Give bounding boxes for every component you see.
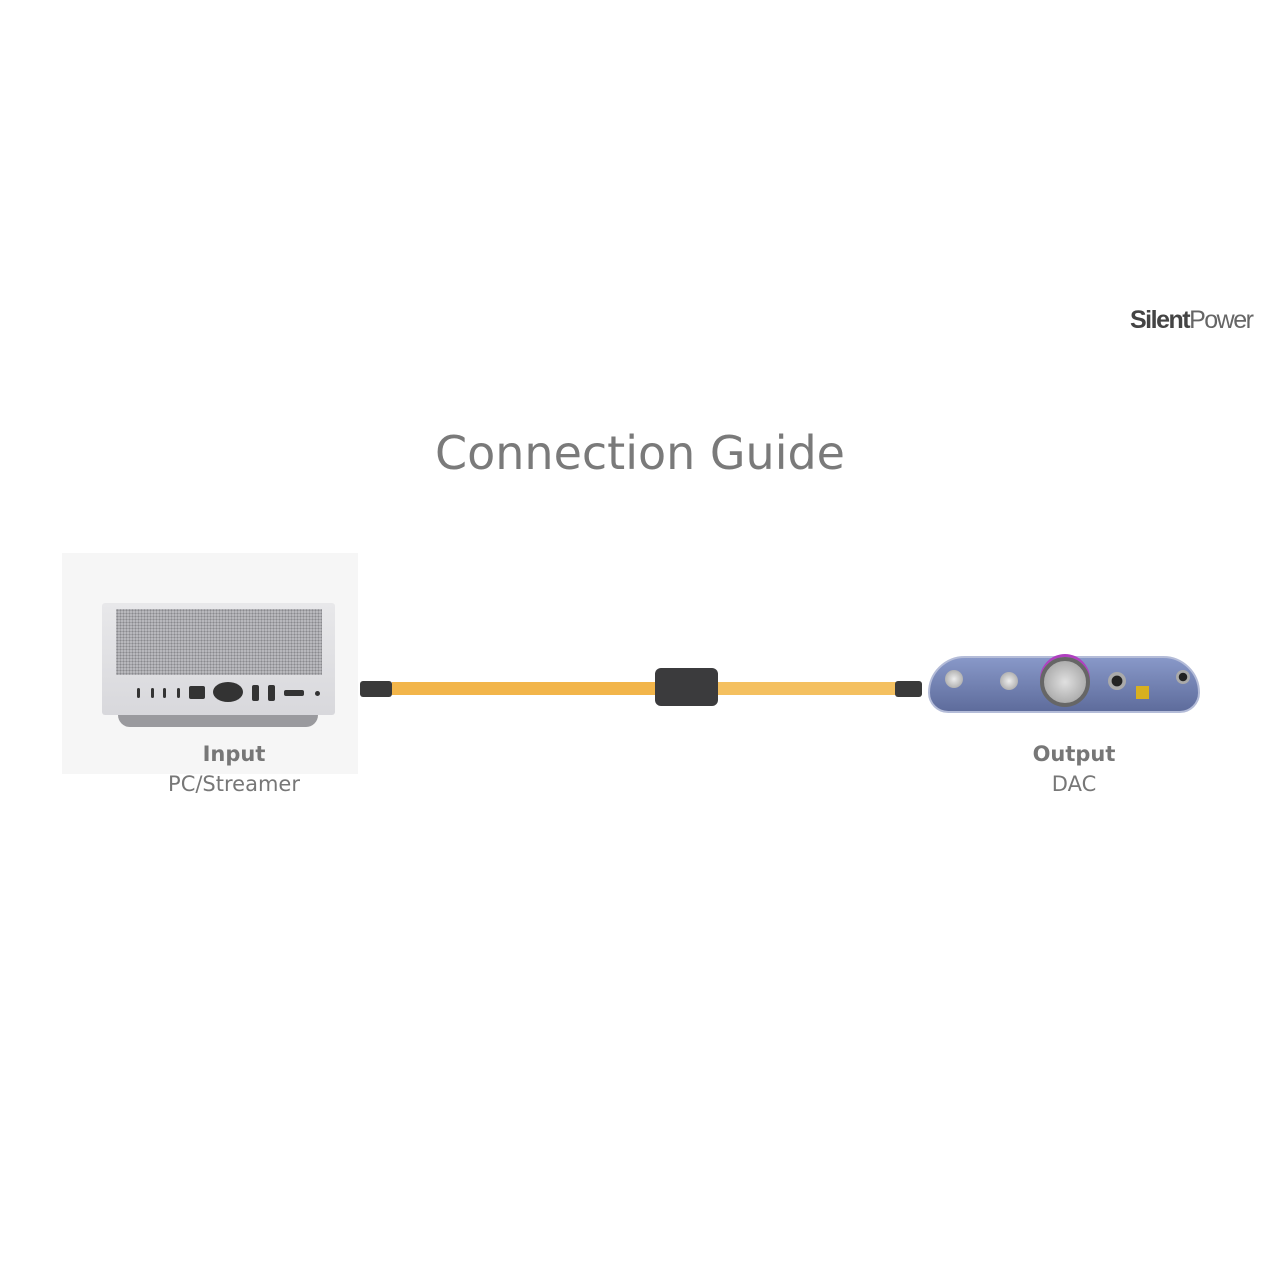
- usb-c-port: [163, 688, 166, 698]
- cable-connector-left: [360, 681, 392, 697]
- usb-a-port: [252, 685, 259, 701]
- usb-cable-left: [392, 682, 656, 695]
- mac-base: [118, 715, 318, 727]
- power-switch: [945, 670, 963, 688]
- usb-c-port: [151, 688, 154, 698]
- ethernet-port: [189, 686, 205, 699]
- usb-cable-right: [718, 682, 896, 695]
- hdmi-port: [284, 690, 304, 696]
- headphone-jack-6-3: [1108, 672, 1126, 690]
- input-label: Input: [202, 742, 266, 766]
- usb-c-port: [137, 688, 140, 698]
- headphone-jack-4-4: [1176, 670, 1190, 684]
- usb-c-port: [177, 688, 180, 698]
- cable-filter-block: [655, 668, 718, 706]
- hi-res-badge: [1136, 686, 1149, 699]
- filter-button: [1000, 672, 1018, 690]
- usb-a-port: [268, 685, 275, 701]
- output-sublabel: DAC: [1051, 772, 1097, 796]
- silentpower-logo: SilentPower: [1130, 306, 1254, 335]
- output-label: Output: [1032, 742, 1116, 766]
- logo-light: Power: [1189, 306, 1254, 334]
- headphone-jack: [315, 691, 320, 696]
- volume-knob: [1040, 657, 1090, 707]
- page-title: Connection Guide: [435, 426, 845, 480]
- input-sublabel: PC/Streamer: [168, 772, 300, 796]
- logo-bold: Silent: [1130, 306, 1191, 334]
- power-port: [213, 682, 243, 702]
- cable-connector-right: [895, 681, 922, 697]
- mac-grille: [116, 609, 322, 675]
